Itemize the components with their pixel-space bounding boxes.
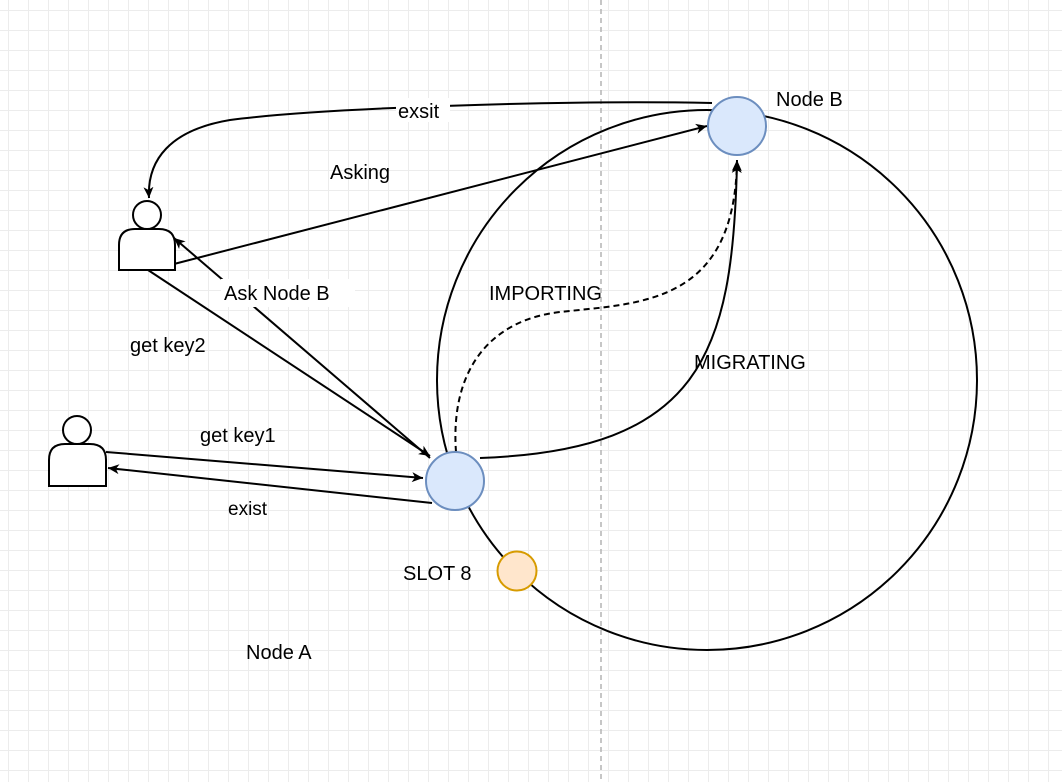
- user-icon: [118, 200, 176, 271]
- migrating-label: MIGRATING: [694, 352, 806, 374]
- exist-label: exist: [228, 499, 268, 520]
- migrating-edge: [479, 161, 742, 459]
- slot-8[interactable]: [496, 550, 538, 592]
- ask-node-b-label-bg: [221, 279, 355, 307]
- asking-edge: [173, 123, 708, 265]
- ask-node-b-label: Ask Node B: [224, 283, 330, 305]
- node-b[interactable]: [707, 96, 767, 156]
- get-key1-edge: [105, 451, 424, 483]
- importing-edge: [451, 159, 742, 464]
- get-key2-label: get key2: [130, 335, 206, 357]
- get-key1-label: get key1: [200, 425, 276, 447]
- node-b-label: Node B: [776, 89, 843, 111]
- user-icon: [48, 415, 107, 487]
- ask-node-b-edge: [173, 237, 431, 459]
- hash-ring: [436, 109, 978, 651]
- exsit-edge: [143, 101, 713, 199]
- importing-label: IMPORTING: [489, 283, 602, 305]
- exsit-label: exsit: [398, 101, 440, 123]
- exist-edge: [107, 464, 433, 504]
- exsit-label-bg: [396, 98, 450, 122]
- node-a[interactable]: [425, 451, 485, 511]
- get-key2-edge: [147, 269, 431, 457]
- slot-8-label: SLOT 8: [403, 563, 472, 585]
- node-a-label: Node A: [246, 642, 312, 664]
- asking-label: Asking: [330, 162, 390, 184]
